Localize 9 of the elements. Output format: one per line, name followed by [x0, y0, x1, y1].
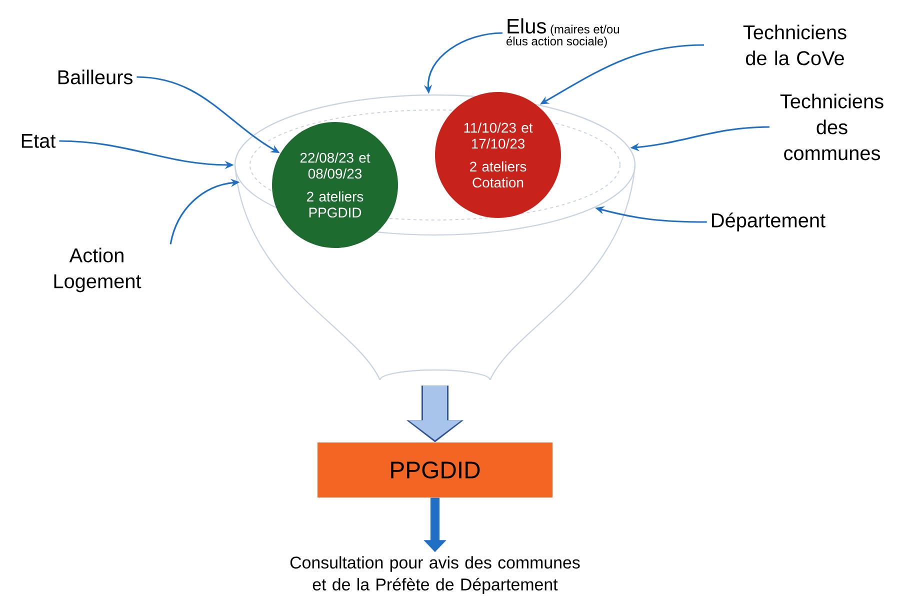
- participant-label: Bailleurs: [58, 70, 132, 84]
- participant-label: Techniciens de la CoVe: [743, 24, 846, 66]
- result-box: PPGDID: [318, 442, 552, 498]
- participant-label: Techniciens des communes: [780, 94, 884, 160]
- participant-label: Elus (maires et/ou élus action sociale): [506, 18, 619, 48]
- participant-label: Etat: [22, 134, 56, 148]
- participant-label: Action Logement: [54, 248, 142, 292]
- consultation-text: Consultation pour avis des communes et de la Préfète de Département: [290, 556, 580, 594]
- participant-label: Département: [712, 212, 826, 232]
